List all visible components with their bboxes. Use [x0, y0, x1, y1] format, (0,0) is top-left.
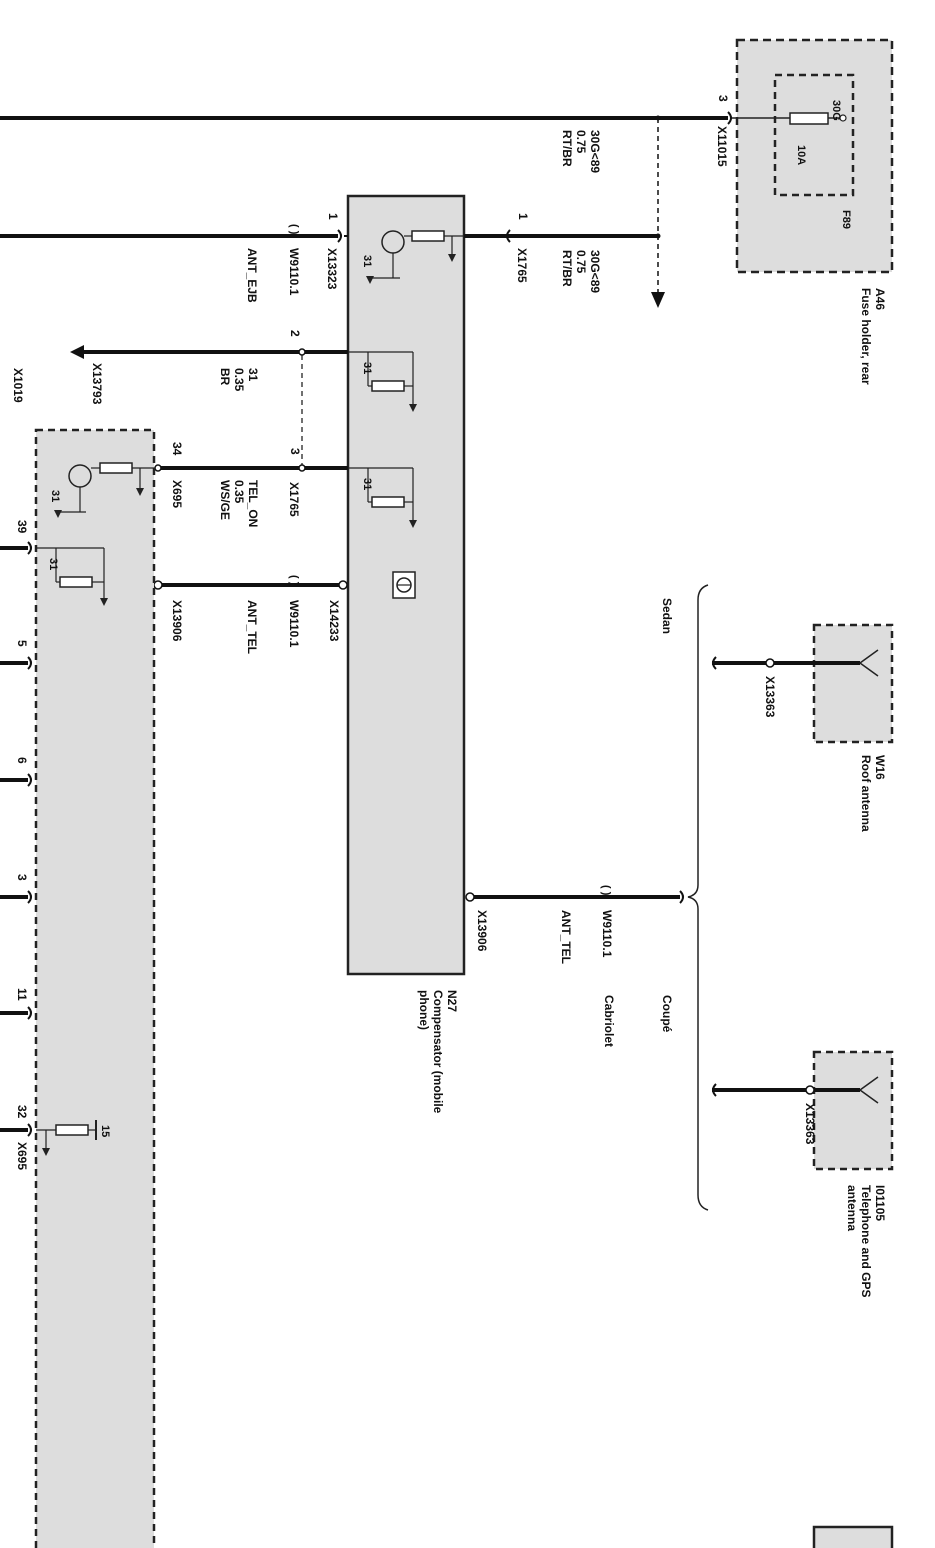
- signal-ant-tel-left: ANT_TEL: [245, 600, 259, 654]
- left-pin-39: 39: [0, 520, 32, 555]
- left-pin-3: 3: [0, 874, 32, 904]
- wire-gnd-size: 0.35: [232, 368, 246, 392]
- fuse-code: F89: [840, 210, 852, 229]
- wire-gnd-term: 31: [246, 368, 260, 382]
- cable-w9110-a: W9110.1: [287, 248, 301, 296]
- conn-x695-a: X695: [170, 480, 184, 508]
- svg-text:3: 3: [15, 874, 29, 881]
- conn-x11015: X11015: [715, 126, 729, 167]
- n27-code: N27: [445, 990, 459, 1012]
- wire-top-term: 30G<89: [588, 130, 602, 173]
- i01105-code: I01105: [873, 1185, 887, 1221]
- svg-text:( ): ( ): [288, 224, 300, 235]
- svg-text:5: 5: [15, 640, 29, 647]
- pin-3-x1765: 3: [288, 448, 302, 455]
- pin-x13323: 1: [326, 213, 340, 220]
- cable-w9110-b: W9110.1: [287, 600, 301, 648]
- wire-mid-size: 0.75: [574, 250, 588, 274]
- conn-x13363-b: X13363: [803, 1103, 817, 1145]
- signal-ant-ejb: ANT_EJB: [245, 248, 259, 303]
- a46-code: A46: [873, 288, 887, 310]
- variant-coupe: Coupé: [660, 995, 674, 1033]
- wire-telon-term: TEL_ON: [246, 480, 260, 527]
- conn-x695-b: X695: [15, 1142, 29, 1170]
- wire-gnd-color: BR: [218, 368, 232, 386]
- a46-name: Fuse holder, rear: [859, 288, 873, 385]
- svg-text:( ): ( ): [288, 575, 300, 586]
- pin-34: 34: [170, 442, 184, 456]
- ground-31-a: 31: [361, 255, 373, 267]
- left-pin-32: 32: [0, 1105, 32, 1137]
- ground-15: 15: [99, 1125, 111, 1137]
- pin-a46: 3: [716, 95, 730, 102]
- ground-31-b: 31: [361, 362, 373, 374]
- conn-x13323: X13323: [325, 248, 339, 290]
- n27-name-1: Compensator (mobile: [431, 990, 445, 1114]
- svg-text:( ): ( ): [600, 885, 612, 896]
- svg-text:32: 32: [15, 1105, 29, 1119]
- bottom-right-box: [812, 1525, 894, 1548]
- left-pin-5: 5: [0, 640, 32, 670]
- wire-top-color: RT/BR: [560, 130, 574, 167]
- fuse-rating: 10A: [795, 145, 807, 165]
- svg-text:39: 39: [15, 520, 29, 534]
- w16-name: Roof antenna: [859, 755, 873, 832]
- svg-text:6: 6: [15, 757, 29, 764]
- antenna-icon-2: [859, 1076, 879, 1104]
- conn-x13906-b: X13906: [475, 910, 489, 952]
- ground-31-e: 31: [47, 558, 59, 570]
- wire-telon-size: 0.35: [232, 480, 246, 504]
- wire-telon-color: WS/GE: [218, 480, 232, 520]
- wire-mid-term: 30G<89: [588, 250, 602, 293]
- fuse-term: 30G: [830, 100, 842, 121]
- conn-x13793: X13793: [90, 363, 104, 405]
- conn-x13363-a: X13363: [763, 676, 777, 718]
- pin-2: 2: [288, 330, 302, 337]
- fuse-inner-box: [773, 73, 855, 197]
- resistor-symbol: [411, 230, 445, 242]
- variant-brace: [687, 584, 709, 1211]
- ground-31-c: 31: [361, 478, 373, 490]
- conn-x14233: X14233: [327, 600, 341, 642]
- svg-text:11: 11: [15, 988, 29, 1001]
- conn-x13906-a: X13906: [170, 600, 184, 642]
- i01105-name-1: Telephone and GPS: [859, 1185, 873, 1297]
- signal-ant-tel-right: ANT_TEL: [559, 910, 573, 964]
- left-pin-6: 6: [0, 757, 32, 787]
- w16-code: W16: [873, 755, 887, 780]
- roof-antenna-box: [812, 623, 894, 744]
- i01105-name-2: antenna: [845, 1185, 859, 1231]
- left-pin-11: 11: [0, 988, 32, 1020]
- conn-x1765-b: X1765: [287, 482, 301, 517]
- ground-31-d: 31: [49, 490, 61, 502]
- arrow-down: [651, 292, 665, 308]
- fuse-element: [789, 112, 829, 125]
- variant-cabriolet: Cabriolet: [602, 995, 616, 1047]
- conn-x1019: X1019: [11, 368, 25, 403]
- cable-w9110-c: W9110.1: [600, 910, 614, 958]
- wire-mid-color: RT/BR: [560, 250, 574, 287]
- wire-top-size: 0.75: [574, 130, 588, 154]
- pin-x1765-1: 1: [516, 213, 530, 220]
- left-module-box: [34, 428, 156, 1548]
- conn-x1765-a: X1765: [515, 248, 529, 283]
- variant-sedan: Sedan: [660, 598, 674, 634]
- n27-name-2: phone): [417, 990, 431, 1030]
- tel-gps-antenna-box: [812, 1050, 894, 1171]
- antenna-icon: [859, 649, 879, 677]
